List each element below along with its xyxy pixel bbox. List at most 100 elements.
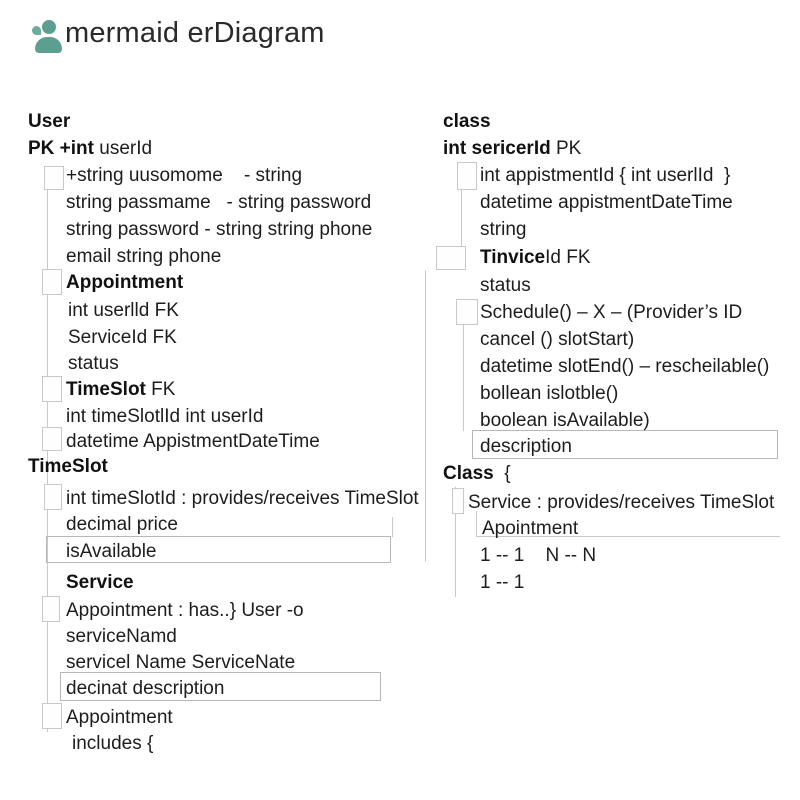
isavailable-field-text: isAvailable bbox=[66, 540, 156, 564]
row-text: boolean isAvailable) bbox=[480, 410, 650, 431]
attribute-row: includes { bbox=[72, 732, 153, 756]
timeslot-fk-row: TimeSlot FK bbox=[66, 378, 175, 402]
attribute-row: string password - string string phone bbox=[66, 218, 372, 242]
person-icon-body bbox=[35, 37, 62, 53]
row-text: bollean islotble() bbox=[480, 383, 619, 404]
row-bold-text: class bbox=[443, 111, 491, 132]
attribute-row: datetime AppistmentDateTime bbox=[66, 430, 320, 454]
attribute-row: string passmame - string password bbox=[66, 191, 371, 215]
row-text: Id FK bbox=[545, 247, 591, 268]
row-text: PK bbox=[550, 138, 582, 159]
attribute-row: datetime appistmentDateTime bbox=[480, 191, 733, 215]
row-bold-text: User bbox=[28, 111, 71, 132]
attribute-row: decimal price bbox=[66, 513, 178, 537]
service-entity-title: Service bbox=[66, 571, 134, 595]
connector-line bbox=[476, 511, 477, 537]
description-field[interactable] bbox=[472, 430, 778, 459]
person-icon bbox=[32, 20, 64, 54]
row-text: FK bbox=[145, 379, 176, 400]
row-text: 1 -- 1 N -- N bbox=[480, 545, 597, 566]
row-bold-text: Class bbox=[443, 463, 494, 484]
attribute-row: string bbox=[480, 218, 526, 242]
row-text: Appointment bbox=[66, 707, 173, 728]
row-bold-text: PK +int bbox=[28, 138, 94, 159]
timeslot-entity-title: TimeSlot bbox=[28, 455, 108, 479]
row-text: datetime AppistmentDateTime bbox=[66, 431, 320, 452]
row-text: datetime slotEnd() – rescheilable() bbox=[480, 356, 770, 377]
attribute-row: cancel () slotStart) bbox=[480, 328, 634, 352]
attribute-row: serviceNamd bbox=[66, 625, 177, 649]
row-text: +string uusomome - string bbox=[66, 165, 303, 186]
checkbox[interactable] bbox=[44, 484, 62, 510]
row-text: userId bbox=[93, 138, 153, 159]
checkbox[interactable] bbox=[42, 269, 62, 295]
checkbox[interactable] bbox=[42, 427, 62, 451]
checkbox[interactable] bbox=[42, 703, 62, 729]
row-bold-text: TimeSlot bbox=[66, 379, 146, 400]
row-text: datetime appistmentDateTime bbox=[480, 192, 733, 213]
row-bold-text: Appointment bbox=[66, 272, 184, 293]
checkbox[interactable] bbox=[44, 166, 64, 190]
row-text: int appistmentId { int userlId } bbox=[480, 165, 731, 186]
person-icon-head bbox=[42, 20, 56, 34]
attribute-row: email string phone bbox=[66, 245, 221, 269]
connector-line bbox=[455, 487, 456, 597]
attribute-row: int sericerId PK bbox=[443, 137, 581, 161]
class-block-title: Class { bbox=[443, 462, 511, 486]
attribute-row: int timeSlotId : provides/receives TimeS… bbox=[66, 487, 419, 511]
row-text: int timeSlotlId int userId bbox=[66, 406, 264, 427]
row-text: decinat description bbox=[66, 678, 225, 699]
row-text: 1 -- 1 bbox=[480, 572, 525, 593]
attribute-row: Schedule() – X – (Provider’s ID bbox=[480, 301, 742, 325]
connector-line bbox=[392, 517, 393, 537]
row-text: ServiceId FK bbox=[68, 327, 177, 348]
row-text: { bbox=[493, 463, 511, 484]
checkbox[interactable] bbox=[42, 596, 60, 622]
appointment-entity-title: Appointment bbox=[66, 271, 183, 295]
page-title: mermaid erDiagram bbox=[65, 17, 325, 49]
attribute-row: +string uusomome - string bbox=[66, 164, 302, 188]
checkbox[interactable] bbox=[436, 246, 466, 270]
checkbox[interactable] bbox=[457, 162, 477, 190]
row-bold-text: Tinvice bbox=[480, 247, 546, 268]
attribute-row: bollean islotble() bbox=[480, 382, 618, 406]
attribute-row: Service : provides/receives TimeSlot bbox=[468, 491, 774, 515]
cardinality-row: 1 -- 1 N -- N bbox=[480, 544, 596, 568]
attribute-row: int appistmentId { int userlId } bbox=[480, 164, 730, 188]
row-bold-text: Service bbox=[66, 572, 134, 593]
row-text: string bbox=[480, 219, 527, 240]
connector-line bbox=[425, 270, 426, 562]
attribute-row: Appointment bbox=[66, 706, 173, 730]
row-text: int userlld FK bbox=[68, 300, 179, 321]
attribute-row: Apointment bbox=[482, 517, 578, 541]
cardinality-row: 1 -- 1 bbox=[480, 571, 524, 595]
row-text: decimal price bbox=[66, 514, 178, 535]
checkbox[interactable] bbox=[42, 376, 62, 402]
row-text: string password - string string phone bbox=[66, 219, 373, 240]
row-text: servicel Name ServiceNate bbox=[66, 652, 296, 673]
attribute-row: int userlld FK bbox=[68, 299, 179, 323]
attribute-row: datetime slotEnd() – rescheilable() bbox=[480, 355, 769, 379]
checkbox[interactable] bbox=[452, 488, 464, 514]
attribute-row: boolean isAvailable) bbox=[480, 409, 650, 433]
row-text: description bbox=[480, 436, 572, 457]
attribute-row: status bbox=[68, 352, 119, 376]
attribute-row: int timeSlotlId int userId bbox=[66, 405, 263, 429]
attribute-row: Appointment : has..} User -o bbox=[66, 599, 304, 623]
isavailable-field[interactable] bbox=[46, 536, 391, 563]
checkbox[interactable] bbox=[456, 299, 478, 325]
row-text: serviceNamd bbox=[66, 626, 177, 647]
row-text: email string phone bbox=[66, 246, 222, 267]
decinat-description-field[interactable] bbox=[60, 672, 381, 701]
decinat-description-field-text: decinat description bbox=[66, 677, 224, 701]
description-field-text: description bbox=[480, 435, 572, 459]
row-text: includes { bbox=[72, 733, 154, 754]
row-text: Apointment bbox=[482, 518, 579, 539]
row-text: cancel () slotStart) bbox=[480, 329, 635, 350]
row-text: string passmame - string password bbox=[66, 192, 372, 213]
row-text: int timeSlotId : provides/receives TimeS… bbox=[66, 488, 419, 509]
connector-line bbox=[463, 325, 464, 431]
row-text: Service : provides/receives TimeSlot bbox=[468, 492, 775, 513]
row-bold-text: TimeSlot bbox=[28, 456, 108, 477]
